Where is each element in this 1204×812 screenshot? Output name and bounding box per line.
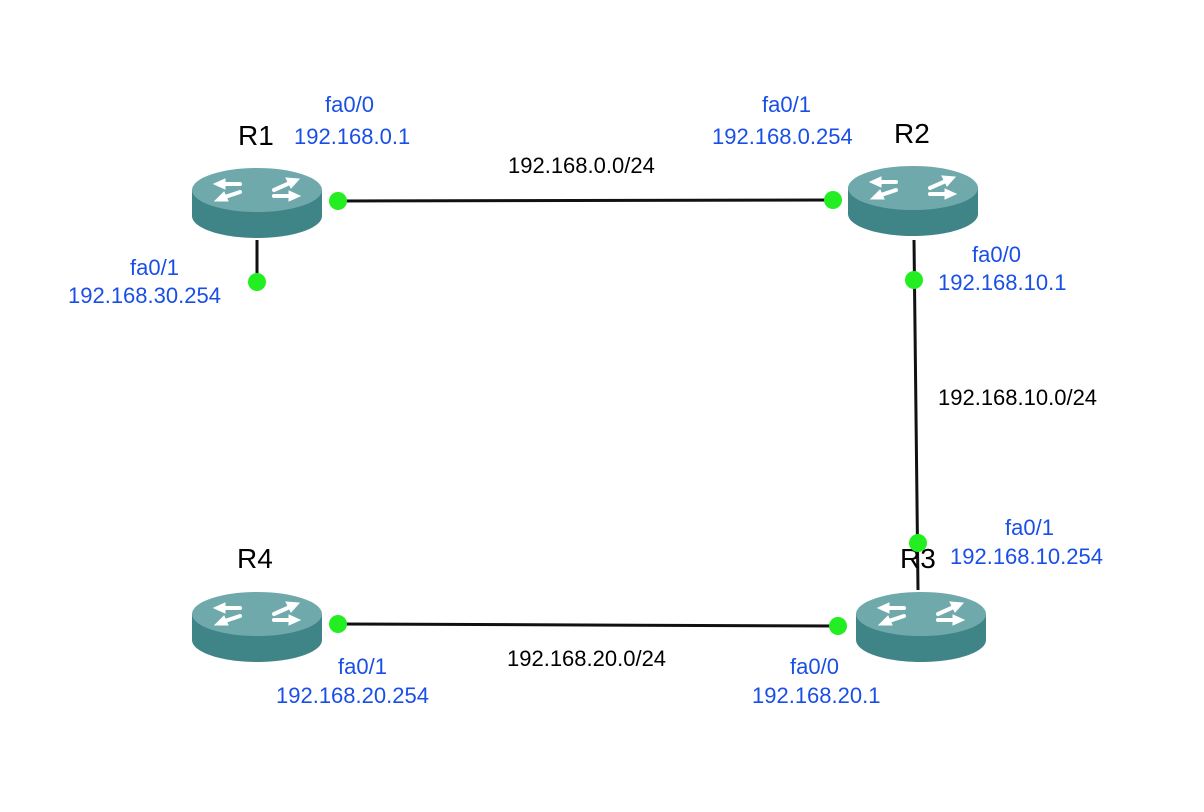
subnet-label-r2-r3: 192.168.10.0/24: [938, 385, 1097, 410]
router-icon[interactable]: [856, 592, 986, 662]
link-r3-r4[interactable]: [337, 622, 839, 628]
interface-r2-fa01-ip: 192.168.0.254: [712, 124, 853, 149]
router-r1-label: R1: [238, 120, 274, 151]
interface-r4-fa01-name: fa0/1: [338, 654, 387, 679]
interface-r1-fa00-name: fa0/0: [325, 92, 374, 117]
port-r1-fa00-dot[interactable]: [329, 192, 347, 210]
interface-r2-fa00-ip: 192.168.10.1: [938, 270, 1066, 295]
router-icon[interactable]: [192, 592, 322, 662]
link-r1-r2[interactable]: [337, 198, 834, 203]
router-icon[interactable]: [192, 168, 322, 238]
subnet-label-r1-r2: 192.168.0.0/24: [508, 153, 655, 178]
interface-r3-fa01-name: fa0/1: [1005, 515, 1054, 540]
port-r3-fa00-dot[interactable]: [829, 617, 847, 635]
port-r2-fa00-dot[interactable]: [905, 271, 923, 289]
router-r3[interactable]: [856, 592, 986, 662]
port-r1-fa01-dot[interactable]: [248, 273, 266, 291]
interface-r1-fa01-ip: 192.168.30.254: [68, 283, 221, 308]
interface-r1-fa01-name: fa0/1: [130, 255, 179, 280]
port-r4-fa01-dot[interactable]: [329, 615, 347, 633]
port-r3-fa01-dot[interactable]: [909, 534, 927, 552]
router-r4-label: R4: [237, 543, 273, 574]
interface-r3-fa00-ip: 192.168.20.1: [752, 683, 880, 708]
subnet-label-r3-r4: 192.168.20.0/24: [507, 646, 666, 671]
router-r2[interactable]: [848, 166, 978, 236]
router-r1[interactable]: [192, 168, 322, 238]
router-icon[interactable]: [848, 166, 978, 236]
router-r2-label: R2: [894, 118, 930, 149]
interface-r4-fa01-ip: 192.168.20.254: [276, 683, 429, 708]
interface-r1-fa00-ip: 192.168.0.1: [294, 124, 410, 149]
interface-r2-fa01-name: fa0/1: [762, 92, 811, 117]
interface-r2-fa00-name: fa0/0: [972, 242, 1021, 267]
interface-r3-fa01-ip: 192.168.10.254: [950, 544, 1103, 569]
router-r4[interactable]: [192, 592, 322, 662]
interface-r3-fa00-name: fa0/0: [790, 654, 839, 679]
link-r2-r3[interactable]: [912, 239, 920, 591]
port-r2-fa01-dot[interactable]: [824, 191, 842, 209]
